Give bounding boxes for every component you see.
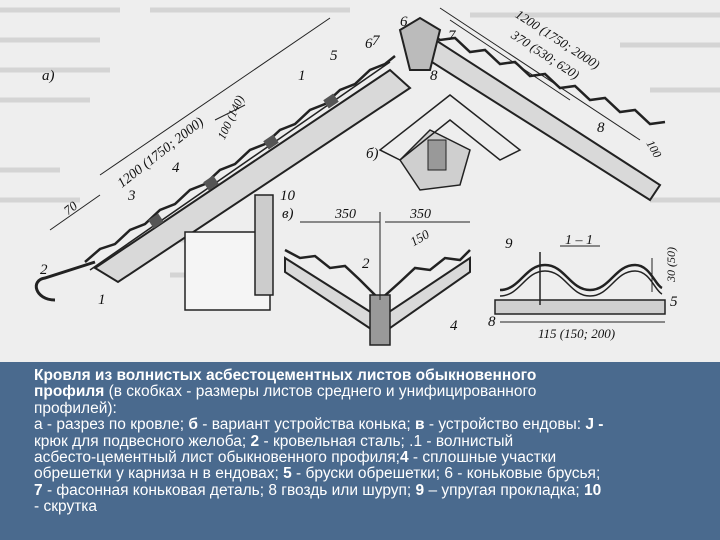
num-2: 2 <box>40 262 48 278</box>
caption-line-2: крюк для подвесного желоба; 2 - кровельн… <box>34 432 708 450</box>
caption-line-3: асбесто-цементный лист обыкновенного про… <box>34 449 708 467</box>
caption-l2b: 2 <box>250 432 260 450</box>
label-v: в) <box>282 206 294 222</box>
dim-v-overlap: 150 <box>407 226 432 249</box>
caption-l3b: 4 <box>399 449 409 467</box>
caption-l4a: обрешетки у карниза н в ендовах; <box>34 465 279 483</box>
dim-v-left: 350 <box>334 207 356 222</box>
caption-l1e: - устройство ендовы: <box>428 416 582 434</box>
num-3: 3 <box>127 188 136 204</box>
num-8-top: 8 <box>430 68 438 84</box>
caption-l6a: - скрутка <box>34 498 98 516</box>
dim-v-right: 350 <box>409 207 431 222</box>
caption-l1a: а - разрез по кровле; <box>34 416 185 434</box>
label-b: б) <box>366 146 379 162</box>
caption-title-bold-2: профиля <box>34 383 105 401</box>
num-9: 9 <box>505 236 513 252</box>
num-10: 10 <box>280 188 296 204</box>
roof-drawing: а) 1200 (1750; 2000) 100 (140) 70 2 1 3 … <box>0 0 720 362</box>
dim-a-sheet: 1200 (1750; 2000) <box>115 115 207 192</box>
caption-l3a: асбесто-цементный лист обыкновенного про… <box>34 449 400 467</box>
caption-l5c: 9 <box>415 481 425 499</box>
caption-line-5: 7 - фасонная коньковая деталь; 8 гвоздь … <box>34 481 708 499</box>
caption-l1d: в <box>415 416 425 434</box>
caption-l2c: - кровельная сталь; .1 - волнистый <box>263 432 514 450</box>
caption-l5b: - фасонная коньковая деталь; 8 гвоздь ил… <box>46 481 412 499</box>
dim-b-end: 100 <box>643 138 664 161</box>
caption-line-6: - скрутка <box>34 499 708 515</box>
num-8: 8 <box>597 120 605 136</box>
num-6-b: 6 <box>400 14 408 30</box>
num-7: 7 <box>448 28 457 44</box>
caption-l1f: J - <box>585 416 604 434</box>
caption-l5e: 10 <box>584 481 602 499</box>
caption-title-bold: Кровля из волнистых асбестоцементных лис… <box>34 367 537 384</box>
caption-l4b: 5 <box>283 465 292 483</box>
dim-s-height: 30 (50) <box>664 247 678 283</box>
caption-line-4: обрешетки у карниза н в ендовах; 5 - бру… <box>34 466 708 482</box>
num-4: 4 <box>172 160 180 176</box>
caption-line-1: а - разрез по кровле; б - вариант устрой… <box>34 417 708 433</box>
section-v <box>284 212 471 346</box>
dim-s-width: 115 (150; 200) <box>538 326 615 341</box>
caption-title-2: профиля (в скобках - размеры листов сред… <box>34 384 708 400</box>
caption-title-3: профилей): <box>34 399 708 417</box>
caption-l4c: - бруски обрешетки; 6 - коньковые брусья… <box>296 465 601 483</box>
section-1-1-labels: 1 – 1 9 8 5 30 (50) 115 (150; 200) <box>488 233 678 341</box>
caption-title: Кровля из волнистых асбестоцементных лис… <box>34 367 708 384</box>
caption-l5a: 7 <box>34 481 43 499</box>
section-1-1 <box>494 245 666 323</box>
num-4-v: 4 <box>450 318 458 334</box>
label-a: а) <box>42 68 55 84</box>
label-section: 1 – 1 <box>565 233 593 248</box>
technical-drawing: а) 1200 (1750; 2000) 100 (140) 70 2 1 3 … <box>0 6 720 346</box>
caption-l1b: б <box>188 416 198 434</box>
background-text <box>0 7 720 278</box>
num-6: 6 <box>365 36 373 52</box>
num-1-top: 1 <box>298 68 306 84</box>
num-5: 5 <box>330 48 338 64</box>
caption-title-rest: (в скобках - размеры листов среднего и у… <box>108 383 537 401</box>
num-5-s: 5 <box>670 294 678 310</box>
section-b <box>378 7 666 202</box>
num-2-v: 2 <box>362 256 370 272</box>
battens <box>148 93 339 229</box>
num-1: 1 <box>98 292 106 308</box>
num-7-left: 7 <box>372 33 381 49</box>
figure-caption: Кровля из волнистых асбестоцементных лис… <box>0 362 720 540</box>
section-a <box>34 17 412 311</box>
caption-l5d: – упругая прокладка; <box>428 481 580 499</box>
caption-title-rest-2: профилей): <box>34 399 117 417</box>
caption-l3c: - сплошные участки <box>412 449 557 467</box>
caption-l1c: - вариант устройства конька; <box>202 416 411 434</box>
num-8-s: 8 <box>488 314 496 330</box>
caption-l2a: крюк для подвесного желоба; <box>34 432 247 450</box>
